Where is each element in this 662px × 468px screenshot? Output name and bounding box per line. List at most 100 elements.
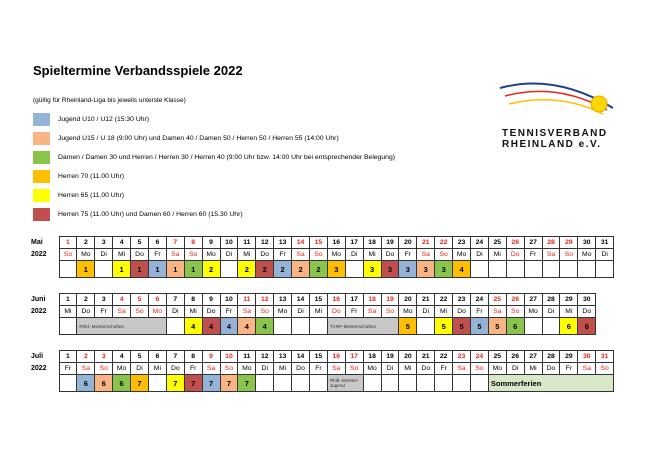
weekday: Mi (398, 362, 418, 375)
match-day: 7 (219, 374, 239, 392)
weekday: Mo (237, 362, 257, 375)
day-number: 10 (219, 236, 239, 249)
legend-label: Herren 65 (11.00 Uhr) (58, 191, 124, 199)
day-number: 11 (237, 236, 257, 249)
day-number: 3 (94, 236, 114, 249)
weekday: Mo (76, 248, 96, 261)
empty-day (344, 260, 364, 278)
match-day: 1 (112, 260, 132, 278)
empty-day (541, 317, 561, 335)
weekday: Di (380, 362, 400, 375)
weekday: Do (505, 248, 525, 261)
day-number: 11 (237, 350, 257, 363)
weekday: Fr (183, 362, 203, 375)
weekday: Mo (577, 248, 597, 261)
match-day: 6 (112, 374, 132, 392)
empty-day (255, 374, 275, 392)
match-day: 3 (434, 260, 454, 278)
weekday: Sa (541, 248, 561, 261)
legend-swatch (33, 112, 50, 126)
day-number: 25 (487, 350, 507, 363)
day-number: 17 (344, 236, 364, 249)
day-number: 4 (112, 293, 132, 306)
day-number: 21 (416, 350, 436, 363)
day-number: 22 (434, 350, 454, 363)
weekday: Mi (147, 362, 167, 375)
weekday: Sa (201, 362, 221, 375)
day-number: 11 (237, 293, 257, 306)
day-number: 17 (344, 350, 364, 363)
weekday: Mo (147, 305, 167, 318)
month-name: Juni (31, 296, 46, 303)
match-day: 4 (237, 317, 257, 335)
day-number: 3 (94, 350, 114, 363)
weekday: Mi (559, 305, 579, 318)
match-day: 3 (362, 260, 382, 278)
weekday: Sa (291, 248, 310, 261)
day-number: 29 (559, 293, 579, 306)
empty-day (308, 374, 328, 392)
empty-day (523, 317, 543, 335)
legend-label: Herren 70 (11.00 Uhr) (58, 172, 124, 180)
empty-day (58, 260, 78, 278)
match-day: 1 (76, 260, 96, 278)
match-day: 6 (559, 317, 579, 335)
match-day: 1 (183, 260, 203, 278)
day-number: 5 (130, 236, 149, 249)
empty-day (273, 317, 293, 335)
day-number: 8 (183, 350, 203, 363)
day-number: 20 (398, 293, 418, 306)
day-number: 2 (76, 236, 96, 249)
weekday: Mo (201, 248, 221, 261)
match-day: 6 (577, 317, 597, 335)
spacer (29, 375, 59, 392)
weekday: Mo (398, 305, 418, 318)
match-day: 3 (416, 260, 436, 278)
empty-day (416, 374, 436, 392)
weekday: So (58, 248, 78, 261)
legend-item: Herren 70 (11.00 Uhr) (33, 169, 124, 183)
empty-day (58, 374, 78, 392)
match-day: 7 (130, 374, 149, 392)
weekday: Fr (308, 362, 328, 375)
day-number: 18 (362, 350, 382, 363)
weekday: Do (76, 305, 96, 318)
day-number: 24 (469, 350, 489, 363)
logo-line1: TENNISVERBAND (502, 128, 608, 139)
day-number: 8 (183, 293, 203, 306)
weekday: Mi (487, 248, 507, 261)
day-number: 12 (255, 350, 275, 363)
weekday: Do (380, 248, 400, 261)
day-number: 13 (273, 236, 293, 249)
day-number: 10 (219, 350, 239, 363)
weekday: Mo (273, 305, 293, 318)
day-number: 20 (398, 350, 418, 363)
day-number: 18 (362, 293, 382, 306)
empty-day (523, 260, 543, 278)
match-day: 5 (398, 317, 418, 335)
weekday: Mo (362, 362, 382, 375)
day-number: 30 (577, 350, 597, 363)
legend-label: Jugend U10 / U12 (15:30 Uhr) (58, 115, 150, 123)
legend-item: Jugend U15 / U 18 (9:00 Uhr) und Damen 4… (33, 131, 339, 145)
tournament-note: Rhld.-Meisterschaften (76, 317, 167, 335)
day-number: 9 (201, 350, 221, 363)
weekday: Do (130, 248, 149, 261)
weekday: Sa (577, 362, 597, 375)
match-day: 4 (183, 317, 203, 335)
weekday: Sa (362, 305, 382, 318)
day-number: 19 (380, 293, 400, 306)
match-day: 2 (237, 260, 257, 278)
empty-day (380, 374, 400, 392)
weekday: Do (326, 305, 346, 318)
day-number: 16 (326, 293, 346, 306)
empty-day (291, 317, 310, 335)
weekday: Sa (326, 362, 346, 375)
empty-day (596, 318, 614, 335)
day-number: 5 (130, 293, 149, 306)
day-number: 14 (291, 293, 310, 306)
spacer (29, 261, 59, 278)
weekday: So (434, 248, 454, 261)
